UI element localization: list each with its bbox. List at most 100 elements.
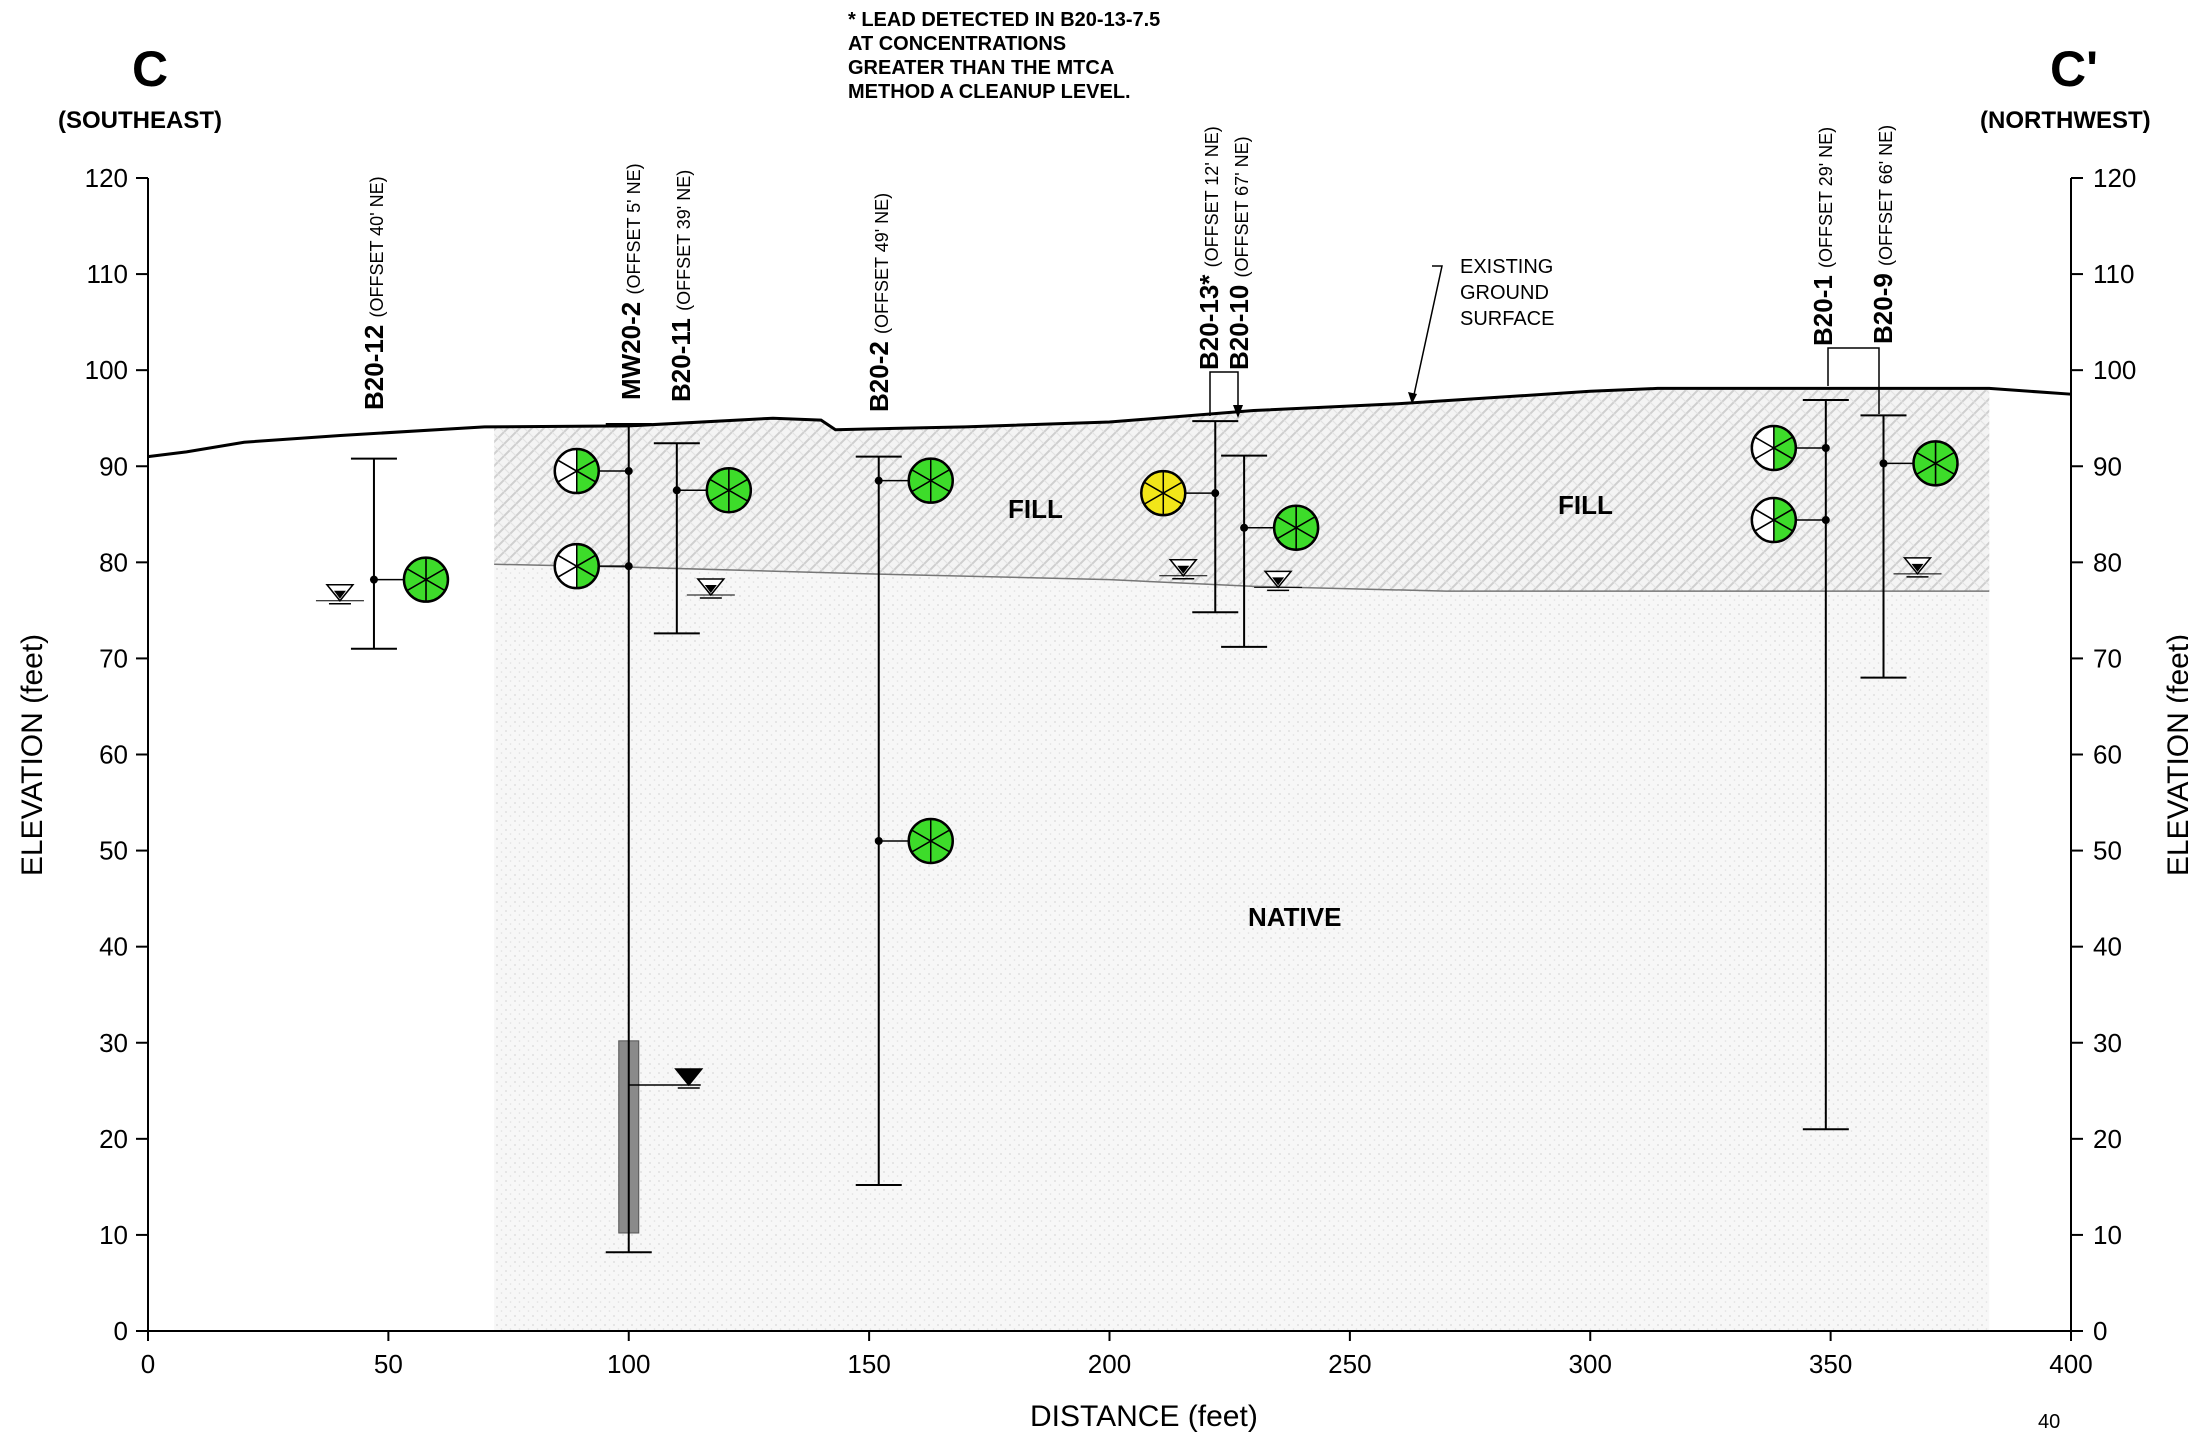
sample-point (1821, 516, 1830, 525)
y-tick-label-right: 100 (2093, 355, 2136, 385)
ground-label-line-2: GROUND (1460, 282, 1549, 304)
y-tick-label-right: 10 (2093, 1220, 2122, 1250)
sample-circle (1750, 496, 1798, 544)
boring-mw20-2: MW20-2 (OFFSET 5' NE) (553, 163, 704, 1254)
fill-soil-zone (494, 388, 1990, 592)
borings: B20-12 (OFFSET 40' NE) MW20-2 (OFFSET 5' … (315, 125, 1959, 1254)
boring-label: B20-12 (OFFSET 40' NE) (359, 176, 389, 410)
water-level-inner (704, 585, 717, 594)
y-tick-label-left: 40 (99, 932, 128, 962)
boring-label: B20-10 (OFFSET 67' NE) (1224, 136, 1254, 370)
direction-right: (NORTHWEST) (1980, 107, 2151, 134)
x-tick-label: 100 (607, 1349, 650, 1379)
boring-offset: (OFFSET 12' NE) (1202, 126, 1222, 267)
ground-label-line-1: EXISTING (1460, 256, 1553, 278)
x-tick-label: 150 (847, 1349, 890, 1379)
sample-marker (1140, 469, 1220, 517)
y-tick-label-left: 20 (99, 1124, 128, 1154)
x-tick-label: 0 (141, 1349, 155, 1379)
boring-offset: (OFFSET 40' NE) (367, 176, 387, 317)
note-line-4: METHOD A CLEANUP LEVEL. (848, 81, 1131, 103)
sample-circle (402, 556, 450, 603)
boring-name: B20-12 (359, 318, 389, 411)
b20-10-arrowhead (1233, 405, 1243, 418)
y-tick-label-left: 70 (99, 643, 128, 673)
x-tick-label: 200 (1088, 1349, 1131, 1379)
boring-b20-11: B20-11 (OFFSET 39' NE) (653, 170, 753, 635)
sample-point (369, 575, 378, 584)
boring-name: MW20-2 (616, 295, 646, 400)
fill-label-1: FILL (1008, 494, 1063, 524)
water-level-inner (1272, 577, 1285, 586)
boring-b20-1: B20-1 (OFFSET 29' NE) (1750, 127, 1849, 1131)
boring-offset: (OFFSET 39' NE) (674, 170, 694, 311)
fill-label-2: FILL (1558, 490, 1613, 520)
sample-circle (1750, 424, 1798, 472)
y-tick-label-right: 60 (2093, 740, 2122, 770)
sample-point (624, 467, 633, 476)
sample-point (1821, 443, 1830, 452)
boring-name: B20-9 (1868, 266, 1898, 344)
boring-label: B20-11 (OFFSET 39' NE) (666, 170, 696, 402)
boring-offset: (OFFSET 66' NE) (1876, 125, 1896, 266)
ground-surface-arrowhead (1408, 392, 1417, 404)
sample-point (874, 836, 883, 845)
water-level-inner (1911, 563, 1924, 572)
native-label: NATIVE (1248, 902, 1341, 932)
note-line-2: AT CONCENTRATIONS (848, 33, 1066, 55)
y-tick-label-right: 0 (2093, 1316, 2107, 1346)
sample-marker (874, 817, 954, 865)
boring-name: B20-13* (1194, 267, 1224, 370)
y-tick-label-right: 20 (2093, 1124, 2122, 1154)
boring-label: B20-2 (OFFSET 49' NE) (864, 193, 894, 412)
sample-point (1211, 489, 1220, 498)
sample-marker (369, 556, 450, 603)
section-title-left: C (132, 41, 168, 97)
y-tick-label-right: 40 (2093, 932, 2122, 962)
sample-marker (1240, 504, 1320, 551)
x-tick-label: 400 (2049, 1349, 2092, 1379)
x-tick-label: 300 (1569, 1349, 1612, 1379)
y-tick-label-left: 10 (99, 1220, 128, 1250)
page-number: 40 (2038, 1411, 2060, 1433)
sample-circle (553, 447, 600, 495)
water-level-inner (333, 590, 346, 599)
y-tick-label-right: 110 (2093, 259, 2134, 289)
boring-offset: (OFFSET 67' NE) (1232, 136, 1252, 277)
y-axis-title-left: ELEVATION (feet) (16, 634, 49, 876)
water-level-inner (1177, 565, 1190, 574)
sample-circle (907, 817, 954, 865)
y-tick-label-left: 120 (85, 163, 128, 193)
sample-circle (705, 467, 753, 514)
sample-circle (1140, 469, 1187, 517)
sample-circle (1912, 440, 1959, 487)
y-tick-label-left: 110 (87, 259, 128, 289)
y-tick-label-left: 80 (99, 547, 128, 577)
sample-point (1240, 523, 1249, 532)
boring-label: MW20-2 (OFFSET 5' NE) (616, 163, 646, 400)
boring-label: B20-13* (OFFSET 12' NE) (1194, 126, 1224, 370)
y-tick-label-right: 90 (2093, 451, 2122, 481)
sample-marker (1879, 440, 1959, 487)
y-tick-label-left: 100 (85, 355, 128, 385)
boring-name: B20-10 (1224, 278, 1254, 371)
boring-b20-9: B20-9 (OFFSET 66' NE) (1860, 125, 1959, 679)
x-tick-label: 350 (1809, 1349, 1852, 1379)
boring-name: B20-1 (1808, 268, 1838, 346)
b20-13-b20-10-label-bracket (1209, 371, 1239, 416)
boring-label: B20-9 (OFFSET 66' NE) (1868, 125, 1898, 344)
y-tick-label-left: 50 (99, 836, 128, 866)
sample-point (874, 476, 883, 485)
y-tick-label-left: 60 (99, 740, 128, 770)
ground-label-line-3: SURFACE (1460, 308, 1554, 330)
b20-1-b20-9-label-bracket (1827, 347, 1880, 414)
y-axis-title-right: ELEVATION (feet) (2162, 634, 2188, 876)
boring-b20-2: B20-2 (OFFSET 49' NE) (855, 193, 954, 1186)
sample-point (672, 486, 681, 495)
boring-b20-12: B20-12 (OFFSET 40' NE) (315, 176, 450, 650)
y-tick-label-right: 30 (2093, 1028, 2122, 1058)
boring-offset: (OFFSET 49' NE) (872, 193, 892, 334)
sample-marker (1750, 496, 1830, 544)
sample-circle (1272, 504, 1320, 551)
